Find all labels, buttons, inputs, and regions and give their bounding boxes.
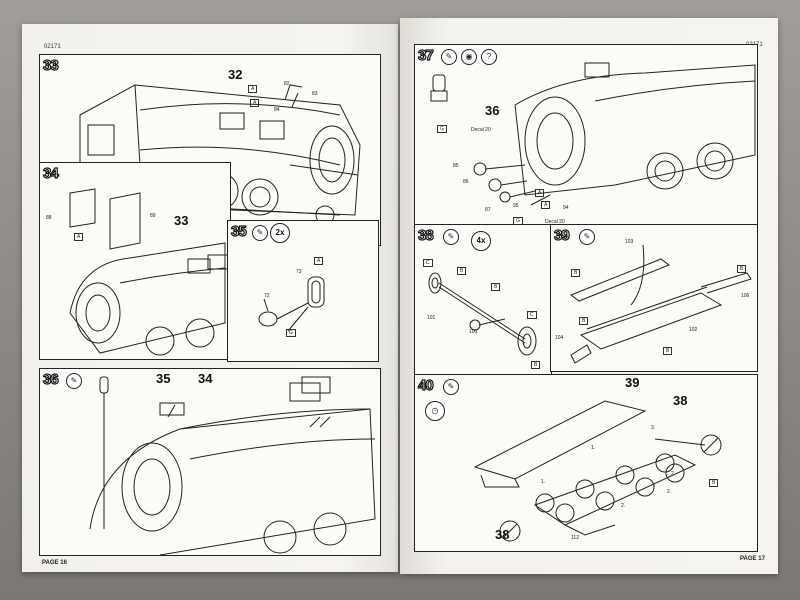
page-number: PAGE 16 [42, 560, 67, 566]
step-number: 38 [417, 226, 434, 244]
left-page: 02171 PAGE 16 33 32 A A 84 83 82 80 [22, 24, 398, 572]
chassis-drawing [473, 400, 722, 542]
locomotive-drawing [89, 376, 376, 555]
part-label: 83 [312, 91, 318, 97]
step-order-label: 2. [671, 471, 676, 477]
step-number: 33 [42, 56, 59, 74]
part-label: 94 [563, 205, 569, 211]
step-order-label: 3. [651, 425, 656, 431]
part-number: 32 [228, 67, 243, 82]
step-35-panel: 35 ✎ 2x A 73 72 G [227, 220, 379, 362]
step-order-label: 2. [667, 489, 672, 495]
part-label: A [541, 201, 551, 209]
paint-icon: ✎ [252, 225, 268, 241]
part-label: 100 [469, 329, 478, 335]
step-number: 34 [42, 164, 59, 182]
step-number: 37 [417, 46, 434, 64]
part-label: B [457, 267, 467, 275]
part-label: A [248, 85, 258, 93]
paint-icon: ✎ [441, 49, 457, 65]
part-label: G [286, 329, 296, 337]
part-label: B [531, 361, 541, 369]
decal-label: Decal 20 [471, 127, 491, 133]
part-label: 72 [264, 293, 270, 299]
part-label: B [663, 347, 673, 355]
page-number: PAGE 17 [740, 556, 765, 562]
part-label: B [579, 317, 589, 325]
part-label: B [491, 283, 501, 291]
part-label: G [437, 125, 447, 133]
step-number: 36 [42, 370, 59, 388]
part-label: 85 [453, 163, 459, 169]
part-number: 35 [156, 371, 171, 386]
paint-icon: ✎ [66, 373, 82, 389]
part-number: 36 [485, 103, 500, 118]
part-label: C [423, 259, 433, 267]
part-label: 87 [485, 207, 491, 213]
step-number: 35 [230, 222, 247, 240]
part-number: 34 [198, 371, 213, 386]
paint-icon: ✎ [443, 379, 459, 395]
step-order-label: 2. [621, 503, 626, 509]
part-number: 39 [625, 375, 640, 390]
part-label: 103 [625, 239, 634, 245]
part-label: 86 [463, 179, 469, 185]
wheelset-drawing [428, 272, 537, 356]
part-label: 101 [427, 315, 436, 321]
part-label: B [737, 265, 747, 273]
paint-icon: ✎ [443, 229, 459, 245]
part-label: 73 [296, 269, 302, 275]
part-label: 89 [150, 213, 156, 219]
part-label: 95 [513, 203, 519, 209]
part-label: 106 [741, 293, 750, 299]
part-label: B [571, 269, 581, 277]
step-39-panel: 39 ✎ 103 B B 104 102 B 106 B [550, 224, 758, 372]
part-number: 38 [495, 527, 510, 542]
locomotive-drawing [69, 188, 229, 356]
decal-label: Decal 20 [545, 219, 565, 225]
frame-drawing [569, 244, 752, 364]
part-label: 88 [46, 215, 52, 221]
paint-icon: ✎ [579, 229, 595, 245]
part-label: A [250, 99, 260, 107]
part-number: 33 [174, 213, 189, 228]
locomotive-drawing [430, 62, 756, 206]
step-36-panel: 36 ✎ 35 34 [39, 368, 381, 556]
part-label: 82 [284, 81, 290, 87]
part-label: C [527, 311, 537, 319]
decal-icon: ◉ [461, 49, 477, 65]
page-code: 02171 [44, 44, 61, 50]
step-34-panel: 34 33 88 89 A [39, 162, 231, 360]
part-label: 112 [571, 535, 579, 541]
step-order-label: 1. [541, 479, 546, 485]
step-number: 40 [417, 376, 434, 394]
part-label: 104 [555, 335, 564, 341]
multiplier-badge: 4x [471, 231, 491, 251]
step-37-panel: 37 ✎ ◉ ? 36 G Decal 20 85 86 87 A A 94 9… [414, 44, 758, 232]
part-number: 38 [673, 393, 688, 408]
part-label: 102 [689, 327, 698, 333]
part-label: B [709, 479, 719, 487]
part-label: A [74, 233, 84, 241]
help-icon: ? [481, 49, 497, 65]
right-page: 02171 PAGE 17 37 ✎ ◉ ? 36 G Decal 20 85 … [400, 18, 778, 574]
step-38-panel: 38 ✎ 4x C B B C 101 100 B [414, 224, 552, 384]
lamp-drawing [258, 276, 325, 332]
step-order-label: 1. [591, 445, 596, 451]
clock-icon: ◷ [425, 401, 445, 421]
step-40-panel: 40 ✎ ◷ 39 38 38 1. 2. 3. 1. 2. 2. B 112 [414, 374, 758, 552]
multiplier-badge: 2x [270, 223, 290, 243]
part-label: 84 [274, 107, 280, 113]
part-label: A [314, 257, 324, 265]
step-number: 39 [553, 226, 570, 244]
